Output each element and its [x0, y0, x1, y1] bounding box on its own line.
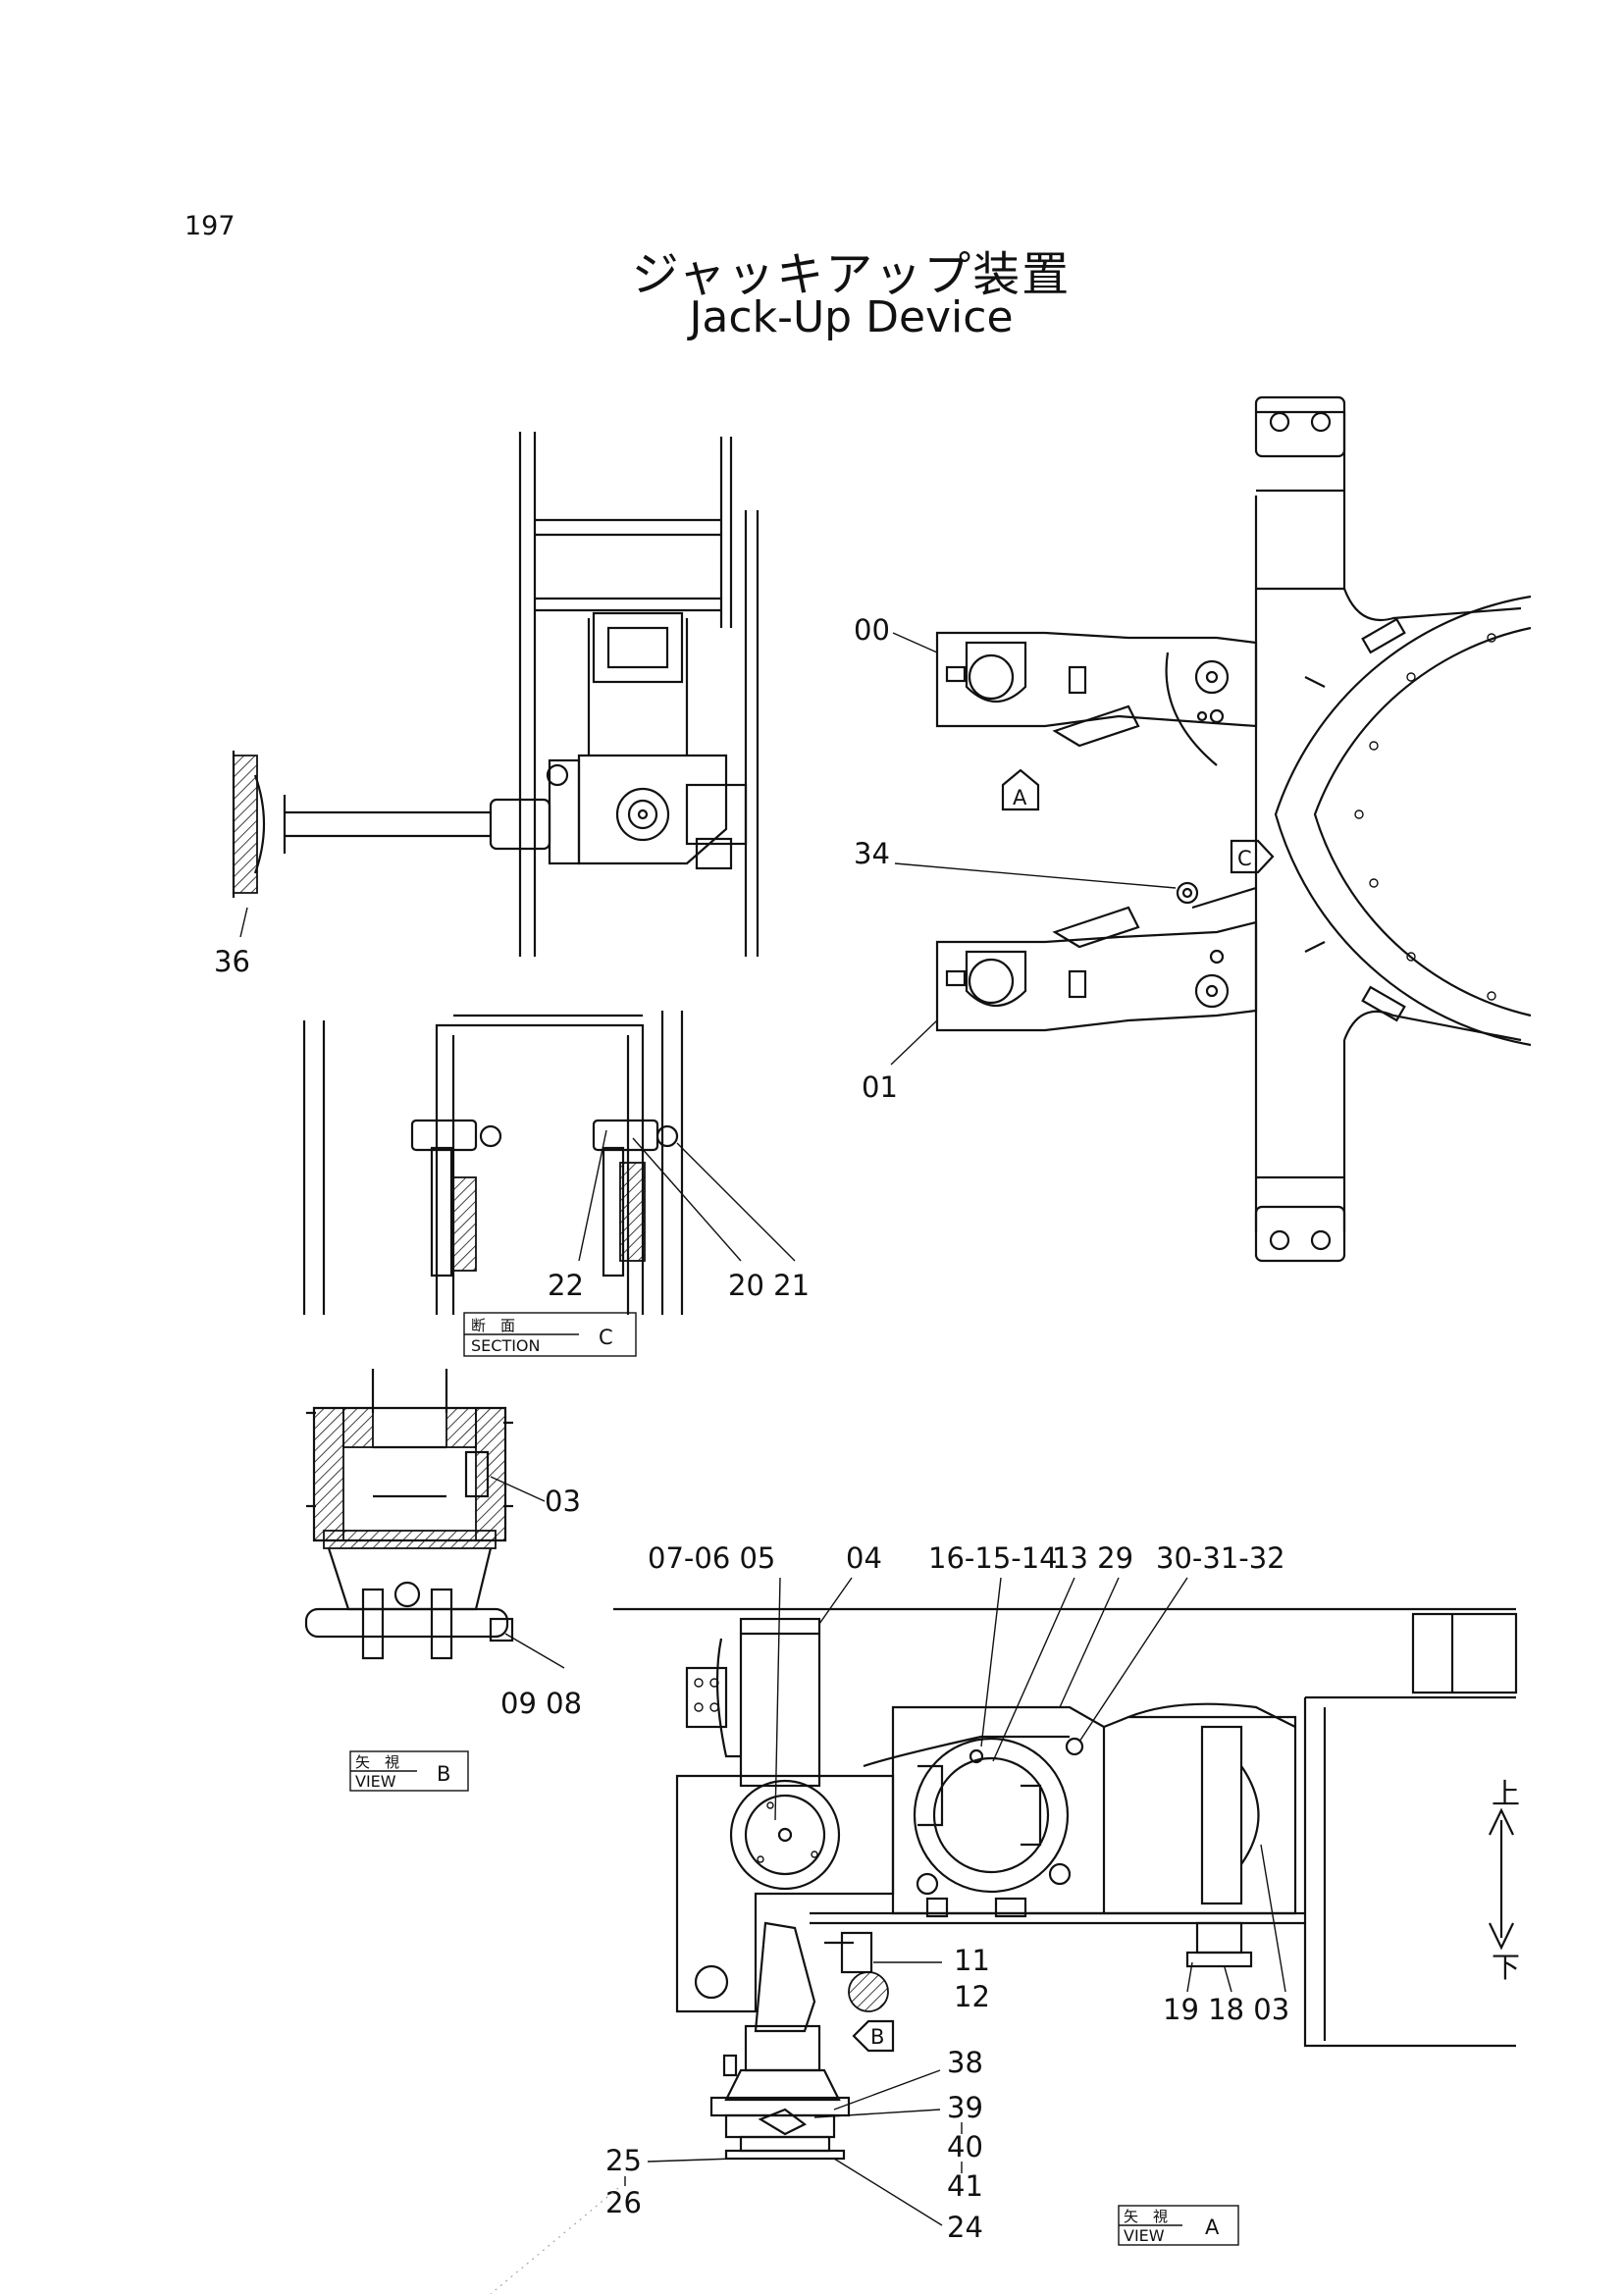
side-view-jack-assembly [232, 432, 760, 957]
svg-text:VIEW: VIEW [1124, 2226, 1165, 2245]
direction-down-label: 下 [1492, 1951, 1520, 1984]
direction-up-label: 上 [1492, 1777, 1520, 1810]
view-a-label: 矢 視 VIEW A [1118, 2205, 1239, 2246]
section-c-label: 断 面 SECTION C [463, 1312, 637, 1357]
svg-text:C: C [1237, 847, 1252, 870]
callout-30-31-32: 30-31-32 [1156, 1541, 1285, 1575]
page-title-japanese: ジャッキアップ装置 [631, 247, 1072, 302]
plan-view-carbody [935, 395, 1532, 1263]
callout-12: 12 [954, 1980, 990, 2013]
callout-00: 00 [854, 613, 890, 647]
svg-text:B: B [437, 1762, 450, 1786]
page-title-english: Jack-Up Device [689, 292, 1014, 342]
view-b-detail [304, 1369, 514, 1660]
callout-13-29: 13 29 [1052, 1541, 1133, 1575]
callout-01: 01 [862, 1070, 898, 1104]
callout-03-view-b: 03 [545, 1485, 581, 1518]
callout-22: 22 [548, 1269, 584, 1302]
callout-24: 24 [947, 2211, 983, 2244]
callout-36: 36 [214, 945, 250, 978]
callout-09-08: 09 08 [500, 1687, 582, 1720]
callout-07-06-05: 07-06 05 [648, 1541, 775, 1575]
callout-04: 04 [846, 1541, 882, 1575]
svg-text:VIEW: VIEW [355, 1772, 396, 1791]
svg-text:断 面: 断 面 [471, 1317, 515, 1334]
svg-text:A: A [1013, 786, 1027, 809]
view-a-detail [613, 1607, 1518, 2161]
page-number: 197 [184, 211, 236, 241]
svg-text:A: A [1205, 2216, 1220, 2239]
view-marker-a: A [1001, 768, 1040, 811]
svg-text:矢 視: 矢 視 [1124, 2208, 1168, 2225]
svg-text:SECTION: SECTION [471, 1336, 541, 1355]
callout-16-15-14: 16-15-14 [928, 1541, 1058, 1575]
callout-38: 38 [947, 2046, 983, 2079]
callout-39: 39 [947, 2091, 983, 2124]
callout-11: 11 [954, 1944, 990, 1977]
callout-40: 40 [947, 2130, 983, 2164]
callout-34: 34 [854, 837, 890, 870]
callout-26: 26 [605, 2186, 642, 2219]
svg-text:B: B [870, 2025, 884, 2049]
view-b-label: 矢 視 VIEW B [349, 1750, 469, 1792]
callout-41: 41 [947, 2169, 983, 2203]
callout-20-21: 20 21 [728, 1269, 810, 1302]
view-marker-b: B [852, 2019, 895, 2053]
svg-text:C: C [599, 1326, 613, 1349]
view-marker-c: C [1230, 839, 1275, 874]
callout-19-18-03: 19 18 03 [1163, 1993, 1289, 2026]
callout-25: 25 [605, 2144, 642, 2177]
section-c-detail [302, 1011, 684, 1315]
svg-text:矢 視: 矢 視 [355, 1753, 399, 1771]
